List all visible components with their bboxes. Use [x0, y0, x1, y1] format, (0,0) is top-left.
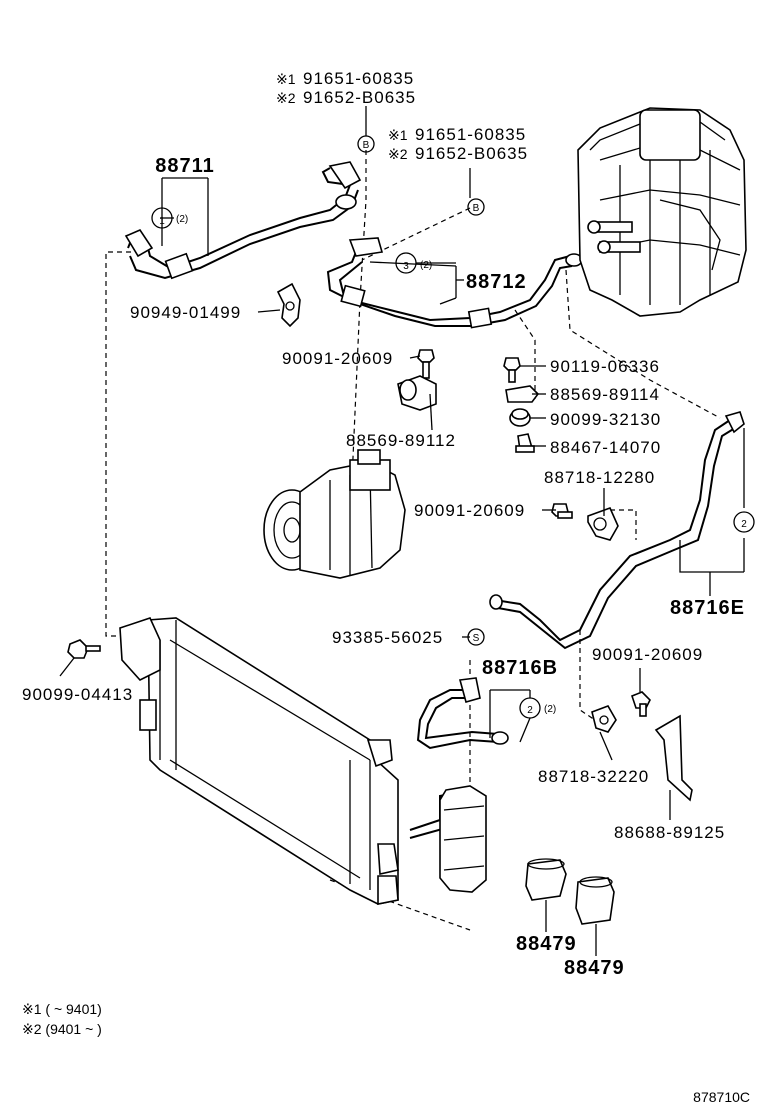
label-circle-2-right: 2 — [741, 519, 747, 530]
label-90099-32130[interactable]: 90099-32130 — [550, 410, 661, 429]
label-circle-3: 3 — [403, 261, 409, 272]
label-88716e[interactable]: 88716E — [670, 597, 745, 619]
bracket-88688-89125[interactable] — [654, 714, 693, 802]
circle-b-upper — [357, 135, 375, 153]
label-star1-b: ※1 — [388, 127, 408, 143]
label-90091-b[interactable]: 90091-20609 — [414, 501, 525, 520]
circle-b-lower — [467, 198, 485, 216]
circle-2-right — [733, 511, 755, 533]
clamp-88718-12280[interactable] — [587, 506, 619, 541]
circle-s — [467, 628, 485, 646]
figure-id: 878710C — [693, 1089, 750, 1105]
receiver-dryer[interactable] — [439, 785, 487, 893]
label-91651-b[interactable]: 91651-60835 — [415, 125, 526, 144]
footnote-2: ※2 (9401 ~ ) — [22, 1021, 102, 1037]
compressor[interactable] — [263, 449, 406, 579]
label-90099-04413[interactable]: 90099-04413 — [22, 685, 133, 704]
circle-2-88716b — [519, 697, 541, 719]
label-qty-2-b: (2) — [544, 704, 556, 715]
label-circ-b2: B — [473, 203, 480, 214]
label-90949[interactable]: 90949-01499 — [130, 303, 241, 322]
label-93385[interactable]: 93385-56025 — [332, 628, 443, 647]
bolt-90091-20609-c[interactable] — [631, 691, 651, 717]
hose-88716b[interactable] — [409, 677, 509, 839]
label-90091-c[interactable]: 90091-20609 — [592, 645, 703, 664]
label-circle-1: 1 — [159, 216, 165, 227]
bolt-90091-20609-b[interactable] — [551, 503, 573, 519]
label-circ-s: S — [473, 633, 480, 644]
label-88718-32220[interactable]: 88718-32220 — [538, 767, 649, 786]
label-88479-a[interactable]: 88479 — [516, 933, 577, 955]
label-88718-12280[interactable]: 88718-12280 — [544, 468, 655, 487]
label-90119[interactable]: 90119-06336 — [550, 357, 660, 376]
label-91652-a[interactable]: 91652-B0635 — [303, 88, 416, 107]
label-circ-b1: B — [363, 140, 370, 151]
label-88712[interactable]: 88712 — [466, 271, 527, 293]
cushion-88479-b[interactable] — [575, 876, 615, 925]
hose-88711[interactable] — [124, 161, 362, 280]
cushion-88479-a[interactable] — [525, 858, 567, 901]
plug-88467-14070[interactable] — [515, 433, 535, 453]
label-88716b[interactable]: 88716B — [482, 657, 558, 679]
label-91652-b[interactable]: 91652-B0635 — [415, 144, 528, 163]
label-88711[interactable]: 88711 — [155, 155, 215, 177]
bolt-90091-20609-a[interactable] — [417, 349, 435, 379]
label-88467[interactable]: 88467-14070 — [550, 438, 661, 457]
label-88569-89112[interactable]: 88569-89112 — [346, 431, 456, 450]
label-90091-a[interactable]: 90091-20609 — [282, 349, 393, 368]
condenser[interactable] — [119, 617, 399, 905]
valve-88569-89114[interactable] — [505, 385, 540, 403]
label-star2-b: ※2 — [388, 146, 408, 162]
clamp-88718-32220[interactable] — [591, 705, 617, 733]
label-91651-a[interactable]: 91651-60835 — [303, 69, 414, 88]
footnote-1: ※1 ( ~ 9401) — [22, 1001, 102, 1017]
bracket-90949-01499[interactable] — [276, 282, 301, 328]
label-88688[interactable]: 88688-89125 — [614, 823, 725, 842]
label-star1-a: ※1 — [276, 71, 296, 87]
callout-circles — [151, 135, 755, 719]
label-star2-a: ※2 — [276, 90, 296, 106]
circle-3 — [395, 252, 417, 274]
leader-lines — [59, 106, 745, 956]
hose-88716e[interactable] — [489, 411, 745, 650]
label-88479-b[interactable]: 88479 — [564, 957, 625, 979]
evaporator-unit[interactable] — [577, 107, 747, 317]
circle-1-88711 — [151, 207, 173, 229]
label-88569-89114[interactable]: 88569-89114 — [550, 385, 660, 404]
part-labels: 88711 1 (2) ※1 91651-60835 ※2 91652-B063… — [22, 69, 750, 1105]
label-qty-1: (2) — [176, 214, 188, 225]
hose-88712[interactable] — [326, 237, 583, 329]
label-qty-3: (2) — [420, 260, 432, 271]
bolt-90119-06336[interactable] — [503, 357, 521, 383]
bolt-90099-04413[interactable] — [67, 639, 101, 659]
switch-88569-89112[interactable] — [397, 375, 437, 411]
label-circle-2-b: 2 — [527, 705, 533, 716]
oring-90099-32130[interactable] — [509, 408, 531, 427]
